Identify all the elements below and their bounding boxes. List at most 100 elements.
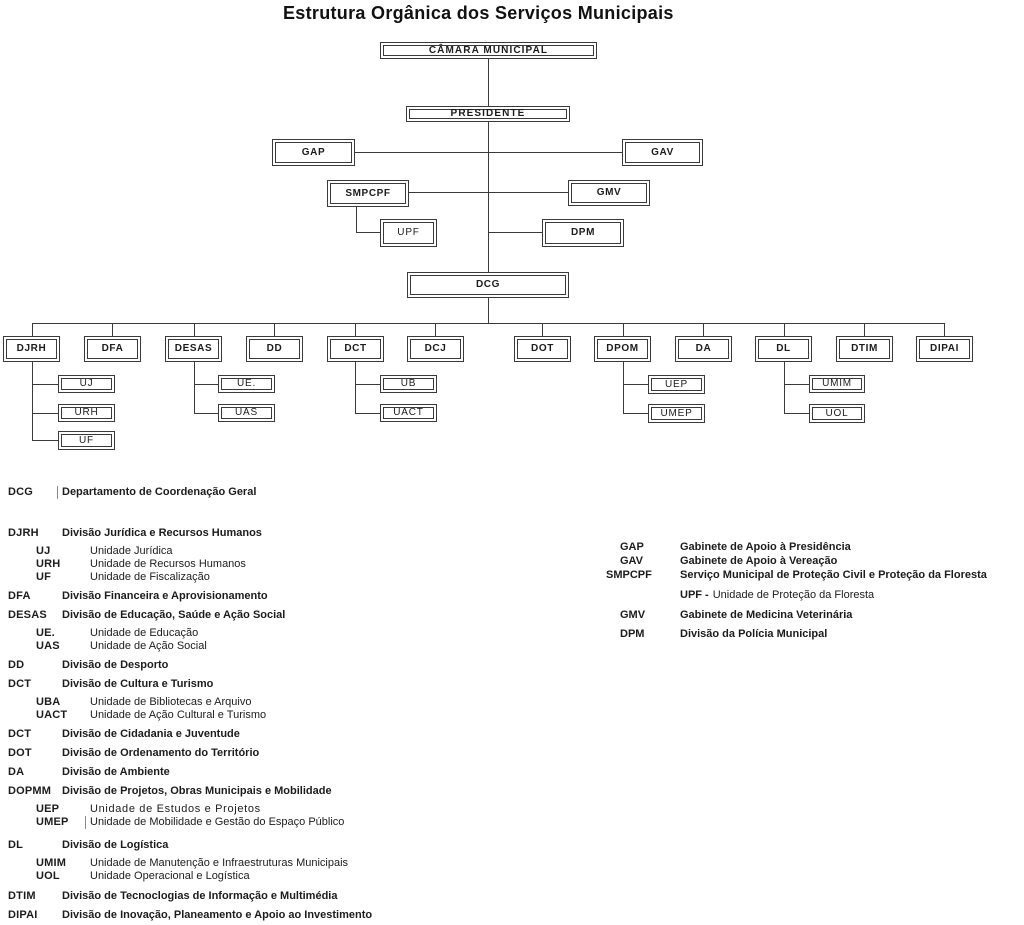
connector-drop-desas <box>194 324 195 336</box>
legend-abbr-spacer <box>606 588 680 602</box>
legend-text: Unidade de Fiscalização <box>90 571 210 583</box>
legend-abbr: DL <box>8 839 24 851</box>
connector-gap-gav <box>355 152 622 153</box>
legend-row-umep: UMEP Unidade de Mobilidade e Gestão do E… <box>36 816 372 829</box>
org-node-umim: UMIM <box>809 375 865 393</box>
legend-text: Divisão de Logística <box>62 839 169 851</box>
org-node-umep: UMEP <box>648 404 705 423</box>
org-node-camara-municipal: CÂMARA MUNICIPAL <box>380 42 597 59</box>
connector-drop-dl <box>784 324 785 336</box>
page-title: Estrutura Orgânica dos Serviços Municipa… <box>283 3 674 23</box>
legend-abbr: UMIM <box>36 857 67 869</box>
legend-row-djrh: DJRH Divisão Jurídica e Recursos Humanos <box>8 527 372 540</box>
org-node-uact: UACT <box>380 404 437 422</box>
org-node-gap: GAP <box>272 139 355 166</box>
legend-text: Unidade de Recursos Humanos <box>90 558 246 570</box>
legend-abbr: UACT <box>36 709 68 721</box>
legend-row-dot: DOT Divisão de Ordenamento do Território <box>8 747 372 760</box>
legend-text: Divisão Financeira e Aprovisionamento <box>62 590 268 602</box>
legend-abbr: DOT <box>8 747 32 759</box>
legend-abbr: UEP <box>36 803 60 815</box>
legend-text: Unidade Operacional e Logística <box>90 870 250 882</box>
legend-text: Divisão de Cidadania e Juventude <box>62 728 240 740</box>
legend-text: Divisão de Tecnoclogias de Informação e … <box>62 890 338 902</box>
connector-presidente-dcg <box>488 122 489 272</box>
org-node-ue: UE. <box>218 375 275 393</box>
legend-abbr: UAS <box>36 640 60 652</box>
legend-row-uol: UOL Unidade Operacional e Logística <box>36 870 372 883</box>
connector-drop-dcj <box>435 324 436 336</box>
org-node-dtim: DTIM <box>836 336 893 362</box>
org-node-dpom: DPOM <box>594 336 651 362</box>
legend-right: GAP Gabinete de Apoio à Presidência GAV … <box>606 540 987 641</box>
legend-row-dl: DL Divisão de Logística <box>8 839 372 852</box>
connector-camara-presidente <box>488 59 489 106</box>
org-node-dl: DL <box>755 336 812 362</box>
org-node-uf: UF <box>58 431 115 450</box>
legend-row-gav: GAV Gabinete de Apoio à Vereação <box>606 554 987 568</box>
connector-dct-units-v <box>355 362 356 413</box>
legend-abbr: DESAS <box>8 609 47 621</box>
legend-row-gmv: GMV Gabinete de Medicina Veterinária <box>606 608 987 622</box>
org-node-presidente: PRESIDENTE <box>406 106 570 122</box>
org-node-ub: UB <box>380 375 437 393</box>
legend-abbr: DCT <box>8 728 32 740</box>
connector-drop-da <box>703 324 704 336</box>
legend-abbr: DCT <box>8 678 32 690</box>
org-node-dcg: DCG <box>407 272 569 298</box>
legend-text: Divisão de Cultura e Turismo <box>62 678 214 690</box>
legend-text: Unidade de Mobilidade e Gestão do Espaço… <box>85 816 344 829</box>
connector-stub-ub <box>355 384 380 385</box>
connector-smpcpf-upf-h <box>356 232 380 233</box>
legend-abbr: GAV <box>620 555 644 567</box>
legend-left: DCG Departamento de Coordenação Geral DJ… <box>8 486 372 922</box>
org-node-uj: UJ <box>58 375 115 393</box>
connector-drop-dpom <box>623 324 624 336</box>
connector-desas-units-v <box>194 362 195 413</box>
connector-drop-dfa <box>112 324 113 336</box>
legend-text: Unidade Jurídica <box>90 545 173 557</box>
legend-abbr: UMEP <box>36 816 69 828</box>
legend-row-ue: UE. Unidade de Educação <box>36 627 372 640</box>
legend-row-uas: UAS Unidade de Ação Social <box>36 640 372 653</box>
org-node-djrh: DJRH <box>3 336 60 362</box>
legend-row-dfa: DFA Divisão Financeira e Aprovisionament… <box>8 590 372 603</box>
legend-abbr: UBA <box>36 696 61 708</box>
org-node-upf: UPF <box>380 219 437 247</box>
legend-row-urh: URH Unidade de Recursos Humanos <box>36 558 372 571</box>
org-node-desas: DESAS <box>165 336 222 362</box>
legend-text: Serviço Municipal de Proteção Civil e Pr… <box>680 569 987 581</box>
legend-abbr: DFA <box>8 590 31 602</box>
legend-text: Unidade de Ação Cultural e Turismo <box>90 709 267 721</box>
legend-row-umim: UMIM Unidade de Manutenção e Infraestrut… <box>36 857 372 870</box>
legend-text: Unidade de Educação <box>90 627 199 639</box>
legend-abbr: DPM <box>620 628 645 640</box>
legend-text: Departamento de Coordenação Geral <box>57 486 256 499</box>
org-node-dfa: DFA <box>84 336 141 362</box>
connector-stub-uj <box>32 384 58 385</box>
legend-row-uep: UEP Unidade de Estudos e Projetos <box>36 803 372 816</box>
org-node-dcj: DCJ <box>407 336 464 362</box>
legend-abbr: URH <box>36 558 61 570</box>
legend-abbr: UOL <box>36 870 60 882</box>
connector-smpcpf-upf-v <box>356 207 357 233</box>
legend-text: Unidade de Estudos e Projetos <box>90 803 261 815</box>
legend-abbr: DOPMM <box>8 785 52 797</box>
legend-abbr: UE. <box>36 627 55 639</box>
org-node-dct: DCT <box>327 336 384 362</box>
org-node-da: DA <box>675 336 732 362</box>
legend-text: Unidade de Bibliotecas e Arquivo <box>90 696 252 708</box>
legend-row-uf: UF Unidade de Fiscalização <box>36 571 372 584</box>
legend-text: Unidade de Proteção da Floresta <box>712 589 875 601</box>
legend-abbr: DA <box>8 766 25 778</box>
connector-drop-dot <box>542 324 543 336</box>
legend-row-dpm: DPM Divisão da Polícia Municipal <box>606 627 987 641</box>
legend-text: Divisão Jurídica e Recursos Humanos <box>62 527 262 539</box>
org-node-smpcpf: SMPCPF <box>327 180 409 207</box>
org-node-dot: DOT <box>514 336 571 362</box>
connector-stub-urh <box>32 413 58 414</box>
legend-row-dct: DCT Divisão de Cultura e Turismo <box>8 678 372 691</box>
legend-abbr: DJRH <box>8 527 39 539</box>
legend-abbr: UJ <box>36 545 51 557</box>
